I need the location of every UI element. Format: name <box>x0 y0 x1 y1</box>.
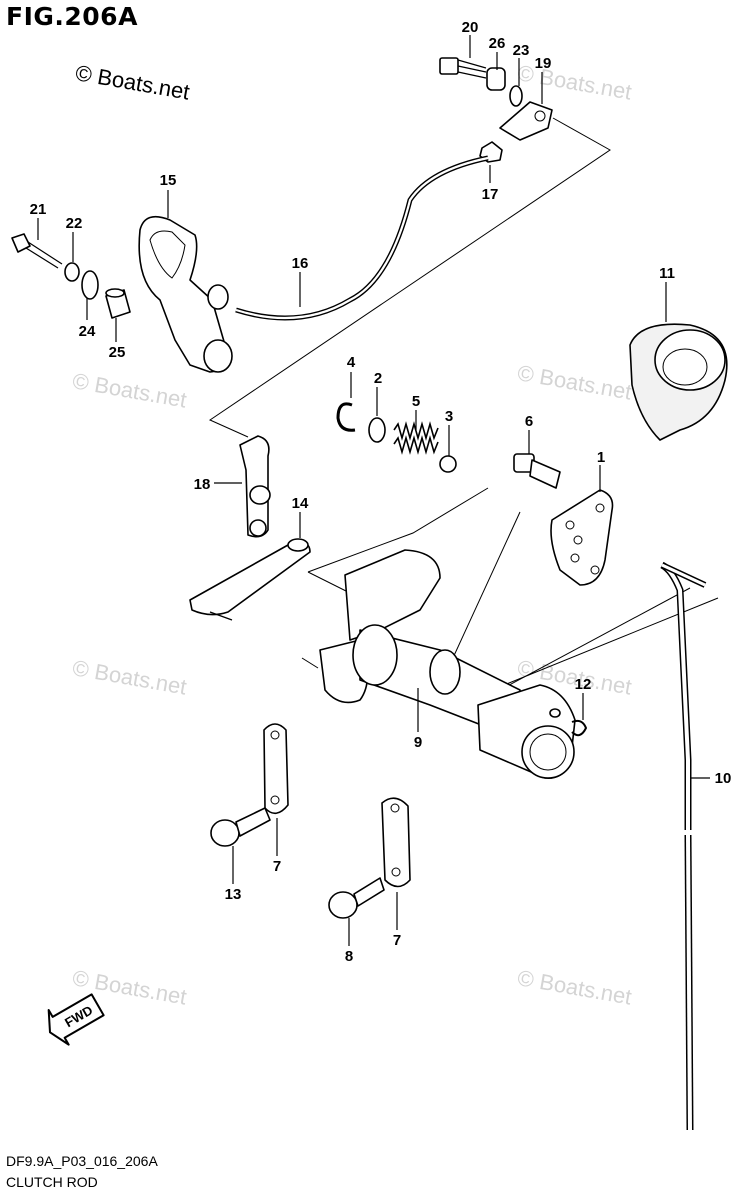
collar-part-25 <box>105 288 131 319</box>
callout-14: 14 <box>292 495 309 512</box>
bolt-part-13 <box>210 807 271 847</box>
washer-part-23 <box>509 85 523 107</box>
callout-9: 9 <box>414 734 422 751</box>
clevis-part-19 <box>499 101 553 141</box>
callout-22: 22 <box>66 215 83 232</box>
callout-20: 20 <box>462 19 479 36</box>
callout-11: 11 <box>659 265 675 282</box>
callout-6: 6 <box>525 413 533 430</box>
plate-part-7 <box>263 723 289 815</box>
rod-part-10 <box>660 561 707 1131</box>
figure-code: DF9.9A_P03_016_206A <box>6 1153 158 1169</box>
callout-1: 1 <box>597 449 605 466</box>
callout-26: 26 <box>489 35 506 52</box>
callout-19: 19 <box>535 55 552 72</box>
callout-18: 18 <box>194 476 211 493</box>
callout-17: 17 <box>482 186 499 203</box>
callout-7: 7 <box>393 932 401 949</box>
spring-part-5 <box>393 421 439 455</box>
bolt-part-6 <box>513 453 561 489</box>
bolt-part-21 <box>11 233 63 269</box>
plate-part-1 <box>550 489 614 586</box>
leader-lines <box>37 35 710 946</box>
callout-24: 24 <box>79 323 96 340</box>
callout-16: 16 <box>292 255 309 272</box>
bolt-part-8 <box>328 877 385 919</box>
grommet-part-11 <box>629 323 728 441</box>
shaft-part-9 <box>319 549 576 780</box>
circlip-part-4 <box>336 402 356 432</box>
clip-part-12 <box>571 719 587 737</box>
forward-direction-badge: FWD <box>47 993 105 1046</box>
callout-2: 2 <box>374 370 382 387</box>
washer-part-22 <box>64 262 80 282</box>
callout-23: 23 <box>513 42 530 59</box>
callout-10: 10 <box>715 770 732 787</box>
link-part-18 <box>239 435 271 538</box>
callout-12: 12 <box>575 676 592 693</box>
figure-title: FIG.206A <box>6 2 138 31</box>
collar-part-26 <box>486 67 506 91</box>
assembly-outline-lines <box>208 117 719 706</box>
ball-part-3 <box>439 455 457 473</box>
lever-part-15 <box>138 215 233 373</box>
callout-labels: 20 26 23 19 17 15 21 22 24 25 16 11 4 2 … <box>30 19 732 965</box>
callout-25: 25 <box>109 344 126 361</box>
bolt-part-20 <box>439 57 487 79</box>
washer-part-2 <box>368 417 386 443</box>
rod-part-16 <box>235 155 489 321</box>
callout-3: 3 <box>445 408 453 425</box>
callout-7: 7 <box>273 858 281 875</box>
figure-name: CLUTCH ROD <box>6 1174 98 1190</box>
callout-21: 21 <box>30 201 47 218</box>
callout-8: 8 <box>345 948 353 965</box>
callout-4: 4 <box>347 354 356 371</box>
arm-part-14 <box>189 538 311 621</box>
callout-5: 5 <box>412 393 420 410</box>
callout-15: 15 <box>160 172 177 189</box>
bushing-part-24 <box>81 270 99 300</box>
callout-13: 13 <box>225 886 242 903</box>
plate-part-7 <box>381 797 411 888</box>
